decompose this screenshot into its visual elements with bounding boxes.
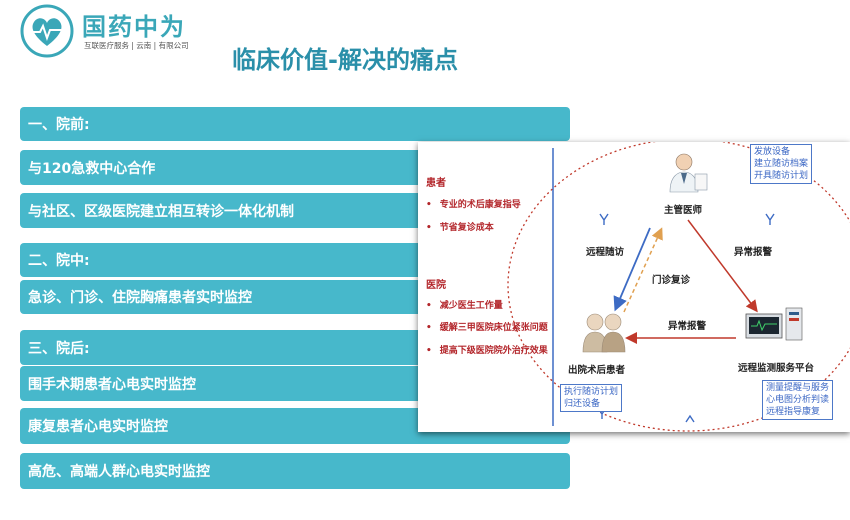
doctor-task: 建立随访档案 (754, 159, 809, 169)
hospital-benefit-item: 减少医生工作量 (426, 298, 503, 311)
bar-high-risk-groups: 高危、高端人群心电实时监控 (20, 453, 570, 489)
patient-benefits-title: 患者 (426, 178, 446, 189)
alert-label-bottom: 异常报警 (668, 321, 707, 332)
care-cycle-diagram: 患者 专业的术后康复指导 节省复诊成本 医院 减少医生工作量 缓解三甲医院床位紧… (418, 142, 850, 432)
doctor-icon (669, 153, 708, 193)
followup-label: 远程随访 (586, 247, 625, 258)
edge-doctor-to-platform (687, 219, 758, 313)
logo-subtitle: 互联医疗服务 | 云南 | 有限公司 (84, 41, 189, 50)
alert-label-right: 异常报警 (734, 247, 773, 258)
platform-task: 测量提醒与服务 (766, 383, 830, 393)
patient-task: 执行随访计划 (564, 387, 619, 397)
patient-label: 出院术后患者 (568, 365, 626, 376)
patient-task: 归还设备 (564, 399, 601, 409)
doctor-tasks-box: 发放设备 建立随访档案 开具随访计划 (750, 144, 813, 184)
diagram-graphics (507, 142, 850, 432)
page-title: 临床价值-解决的痛点 (232, 46, 458, 74)
platform-tasks-box: 测量提醒与服务 心电图分析判读 远程指导康复 (762, 380, 834, 420)
hospital-benefits-title: 医院 (426, 280, 446, 291)
company-logo: 国药中为 互联医疗服务 | 云南 | 有限公司 (14, 2, 204, 60)
platform-task: 心电图分析判读 (766, 395, 830, 405)
patient-benefit-item: 专业的术后康复指导 (426, 197, 521, 210)
patient-tasks-box: 执行随访计划 归还设备 (560, 384, 623, 412)
hospital-benefit-item: 缓解三甲医院床位紧张问题 (426, 320, 548, 333)
platform-label: 远程监测服务平台 (738, 363, 815, 374)
logo-heart-icon (20, 4, 74, 58)
logo-name: 国药中为 (82, 13, 186, 41)
patient-icon (582, 313, 626, 353)
doctor-task: 开具随访计划 (754, 171, 809, 181)
outpatient-label: 门诊复诊 (652, 275, 691, 286)
doctor-label: 主管医师 (664, 205, 703, 216)
platform-task: 远程指导康复 (766, 407, 821, 417)
edge-outpatient-return (623, 227, 663, 313)
doctor-task: 发放设备 (754, 147, 791, 157)
platform-monitor-icon (745, 307, 803, 341)
edge-followup (613, 227, 651, 312)
hospital-benefit-item: 提高下级医院院外治疗效果 (426, 343, 548, 356)
cycle-ring (507, 142, 850, 432)
section-pre-hospital-header: 一、院前: (20, 107, 570, 141)
patient-benefit-item: 节省复诊成本 (426, 220, 494, 233)
